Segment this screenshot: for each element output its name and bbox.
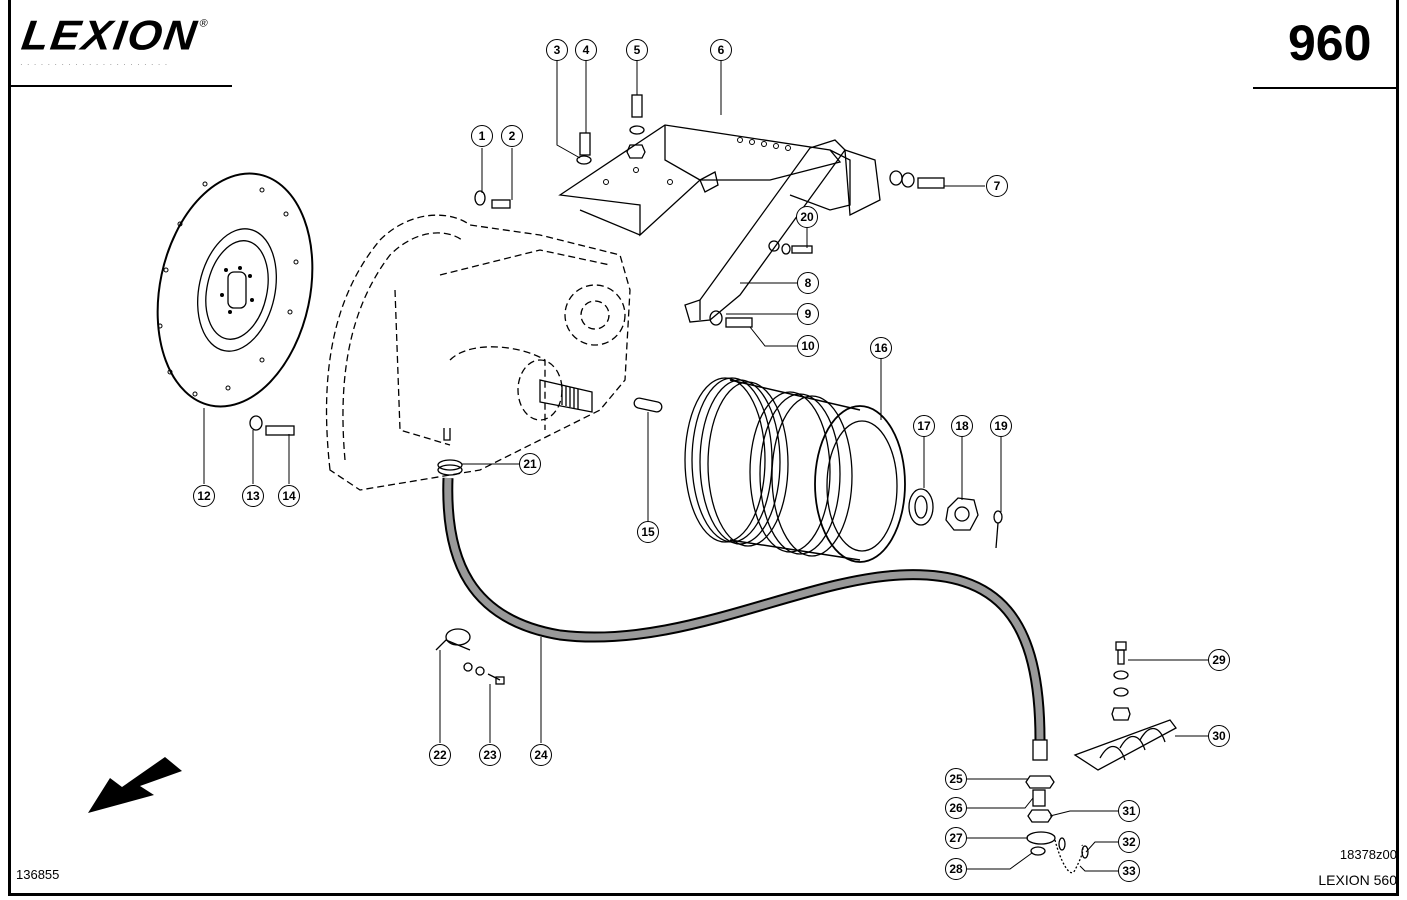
key-15-drawing [633, 397, 663, 413]
callout-17[interactable]: 17 [913, 415, 935, 437]
callout-22[interactable]: 22 [429, 744, 451, 766]
callout-23[interactable]: 23 [479, 744, 501, 766]
callout-12[interactable]: 12 [193, 485, 215, 507]
cotter-pin-19-drawing [993, 510, 1003, 549]
callout-4[interactable]: 4 [575, 39, 597, 61]
gearbox-housing-drawing [325, 214, 631, 491]
model-label: LEXION 560 [1318, 872, 1397, 888]
callout-15[interactable]: 15 [637, 521, 659, 543]
hose-drawing [442, 477, 1048, 761]
callout-7[interactable]: 7 [986, 175, 1008, 197]
callout-6[interactable]: 6 [710, 39, 732, 61]
pulley-drawing [684, 377, 906, 563]
mounting-bracket-drawing [558, 124, 881, 237]
fittings-drawing [1025, 775, 1089, 874]
callout-20[interactable]: 20 [796, 206, 818, 228]
callout-30[interactable]: 30 [1208, 725, 1230, 747]
callout-21[interactable]: 21 [519, 453, 541, 475]
callout-18[interactable]: 18 [951, 415, 973, 437]
castle-nut-18-drawing [945, 497, 979, 531]
clip-22-drawing [435, 628, 505, 685]
callout-26[interactable]: 26 [945, 797, 967, 819]
callout-31[interactable]: 31 [1118, 800, 1140, 822]
callout-8[interactable]: 8 [797, 272, 819, 294]
callout-9[interactable]: 9 [797, 303, 819, 325]
callout-28[interactable]: 28 [945, 858, 967, 880]
leader-lines [203, 61, 1208, 872]
gearbox-shaft-drawing [443, 379, 593, 441]
callout-27[interactable]: 27 [945, 827, 967, 849]
callout-24[interactable]: 24 [530, 744, 552, 766]
callout-32[interactable]: 32 [1118, 831, 1140, 853]
flex-disc-drawing [156, 172, 314, 408]
drawing-code: 18378z00 [1339, 847, 1397, 862]
callout-16[interactable]: 16 [870, 337, 892, 359]
callout-25[interactable]: 25 [945, 768, 967, 790]
callout-3[interactable]: 3 [546, 39, 568, 61]
hose-guard-drawing [1073, 641, 1177, 771]
arrow-down-left-icon [88, 757, 182, 813]
header-rule-left [8, 85, 232, 87]
callout-5[interactable]: 5 [626, 39, 648, 61]
callout-14[interactable]: 14 [278, 485, 300, 507]
washer-17-drawing [908, 488, 934, 526]
callout-1[interactable]: 1 [471, 125, 493, 147]
callout-2[interactable]: 2 [501, 125, 523, 147]
hose-clamp-21-drawing [437, 459, 463, 476]
callout-13[interactable]: 13 [242, 485, 264, 507]
header-rule-right [1253, 87, 1399, 89]
brand-subline: · · · · · · · · · · · · · · · · · · · · … [20, 60, 169, 69]
page-number: 960 [1288, 15, 1372, 71]
callout-19[interactable]: 19 [990, 415, 1012, 437]
figure-id: 136855 [16, 867, 60, 882]
callout-33[interactable]: 33 [1118, 860, 1140, 882]
callout-29[interactable]: 29 [1208, 649, 1230, 671]
fasteners-drawing [249, 94, 945, 436]
drawing-frame [8, 0, 1399, 896]
callout-10[interactable]: 10 [797, 335, 819, 357]
